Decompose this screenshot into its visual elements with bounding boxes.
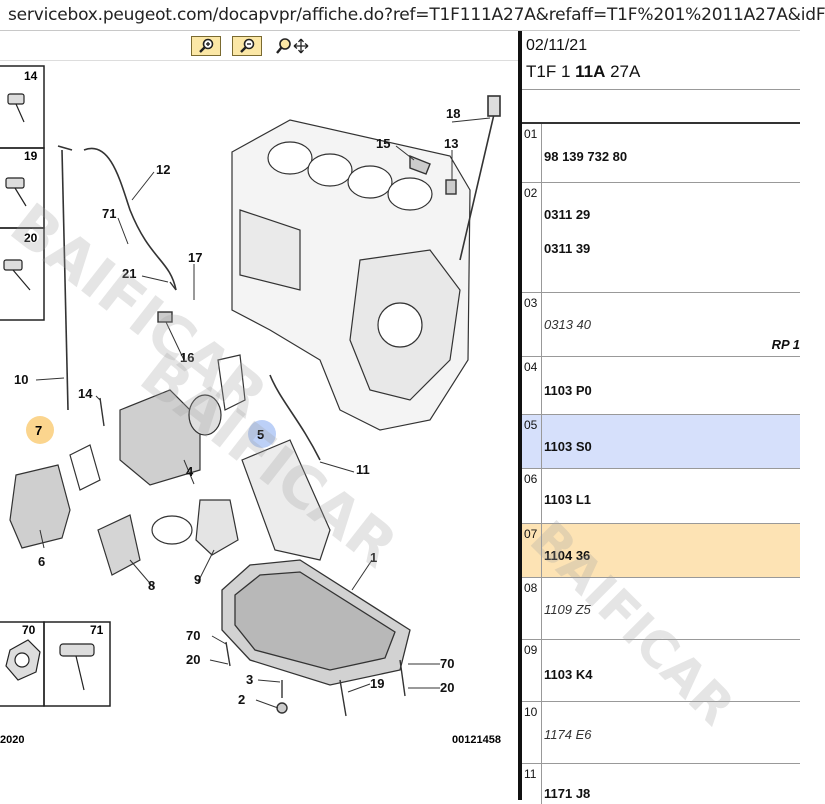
row-number: 10	[522, 702, 542, 763]
reference-date: 02/11/21	[526, 37, 588, 54]
zoom-move-icon	[276, 38, 309, 54]
url-text: servicebox.peugeot.com/docapvpr/affiche.…	[8, 5, 825, 25]
thumbnail-bolts	[3, 93, 95, 691]
zoom-in-icon	[199, 38, 214, 53]
callout-14: 14	[78, 386, 93, 401]
callout-16: 16	[180, 350, 194, 365]
callout-15: 15	[376, 136, 390, 151]
row-number: 09	[522, 640, 542, 701]
table-row[interactable]: 01 98 139 732 80	[522, 124, 800, 183]
part-number[interactable]: 1174 E6	[544, 727, 592, 742]
part-number[interactable]: 0313 40	[544, 317, 591, 332]
callout-4: 4	[186, 464, 194, 479]
dipstick-and-tubes	[57, 95, 501, 461]
diagram-ref-number: 00121458	[452, 734, 501, 746]
part-number[interactable]: 1103 P0	[544, 383, 592, 398]
callout-9: 9	[194, 572, 201, 587]
reference-code: T1F 1 11A 27A	[526, 62, 641, 81]
callout-21: 21	[122, 266, 136, 281]
oil-sump	[221, 559, 411, 686]
thumbnail-boxes	[0, 65, 111, 707]
part-number[interactable]: 0311 29	[544, 207, 591, 222]
row-number: 11	[522, 764, 542, 804]
table-row[interactable]: 04 1103 P0	[522, 357, 800, 415]
engine-block	[231, 119, 471, 431]
reference-header: 02/11/21 T1F 1 11A 27A	[522, 31, 800, 90]
callout-20-right: 20	[440, 680, 454, 695]
zoom-move-button[interactable]	[274, 36, 310, 56]
part-number[interactable]: 1104 36	[544, 548, 591, 563]
callout-17: 17	[188, 250, 202, 265]
callout-20-left: 20	[186, 652, 200, 667]
part-number[interactable]: 1103 S0	[544, 439, 592, 454]
small-bolts	[99, 154, 457, 717]
row-number: 01	[522, 124, 542, 182]
callout-19: 19	[370, 676, 384, 691]
leader-lines	[35, 117, 491, 709]
row-number: 02	[522, 183, 542, 292]
part-number[interactable]: 1171 J8	[544, 786, 591, 801]
thumb-label-20: 20	[24, 231, 38, 245]
table-row[interactable]: 06 1103 L1	[522, 469, 800, 524]
zoom-in-button[interactable]	[191, 36, 221, 56]
panel-divider[interactable]	[518, 31, 522, 800]
row-number: 07	[522, 524, 542, 577]
thumb-label-14: 14	[24, 69, 38, 83]
callout-2: 2	[238, 692, 245, 707]
callout-5: 5	[257, 427, 264, 442]
zoom-out-button[interactable]	[232, 36, 262, 56]
table-row[interactable]: 03 0313 40 RP 1	[522, 293, 800, 357]
row-number: 03	[522, 293, 542, 356]
part-number[interactable]: 98 139 732 80	[544, 149, 628, 164]
callout-18: 18	[446, 106, 460, 121]
address-bar[interactable]: servicebox.peugeot.com/docapvpr/affiche.…	[0, 0, 825, 31]
oil-pump-parts	[9, 354, 331, 576]
table-row-highlighted[interactable]: 07 1104 36	[522, 524, 800, 578]
row-number: 05	[522, 415, 542, 468]
callout-7: 7	[35, 423, 42, 438]
diagram-toolbar	[0, 31, 518, 61]
part-number[interactable]: 0311 39	[544, 241, 591, 256]
callout-3: 3	[246, 672, 253, 687]
callout-13: 13	[444, 136, 458, 151]
table-row[interactable]: 11 1171 J8	[522, 764, 800, 804]
row-number: 08	[522, 578, 542, 639]
callout-8: 8	[148, 578, 155, 593]
callout-12: 12	[156, 162, 170, 177]
callout-1: 1	[370, 550, 377, 565]
callout-6: 6	[38, 554, 45, 569]
row-number: 04	[522, 357, 542, 414]
zoom-out-icon	[240, 38, 255, 53]
part-number[interactable]: 1103 K4	[544, 667, 593, 682]
table-row[interactable]: 09 1103 K4	[522, 640, 800, 702]
table-row-highlighted[interactable]: 05 1103 S0	[522, 415, 800, 469]
thumb-label-19: 19	[24, 149, 38, 163]
part-number[interactable]: 1103 L1	[544, 492, 591, 507]
part-number[interactable]: 1109 Z5	[544, 602, 591, 617]
callout-numbers: 18 15 13 12 71 21 17 16 10 14 4 11 6 8 9…	[14, 106, 460, 707]
diagram-panel: 14 19 20 70 71 2020 00121458	[0, 31, 518, 800]
thumb-label-71: 71	[90, 623, 104, 637]
year-label: 2020	[0, 734, 24, 746]
table-row[interactable]: 10 1174 E6	[522, 702, 800, 764]
reference-blank-row	[522, 90, 800, 124]
thumb-label-70: 70	[22, 623, 36, 637]
callout-71: 71	[102, 206, 116, 221]
callout-10: 10	[14, 372, 28, 387]
table-row[interactable]: 02 0311 29 0311 39	[522, 183, 800, 293]
exploded-parts-diagram: 14 19 20 70 71 2020 00121458	[0, 65, 501, 746]
table-row[interactable]: 08 1109 Z5	[522, 578, 800, 640]
callout-70-right: 70	[440, 656, 454, 671]
callout-11: 11	[356, 462, 370, 477]
callout-70-left: 70	[186, 628, 200, 643]
highlighted-callouts: 7 5	[26, 416, 276, 448]
parts-list-panel: 02/11/21 T1F 1 11A 27A 01 98 139 732 80 …	[522, 31, 800, 804]
rp-note: RP 1	[771, 337, 800, 352]
row-number: 06	[522, 469, 542, 523]
